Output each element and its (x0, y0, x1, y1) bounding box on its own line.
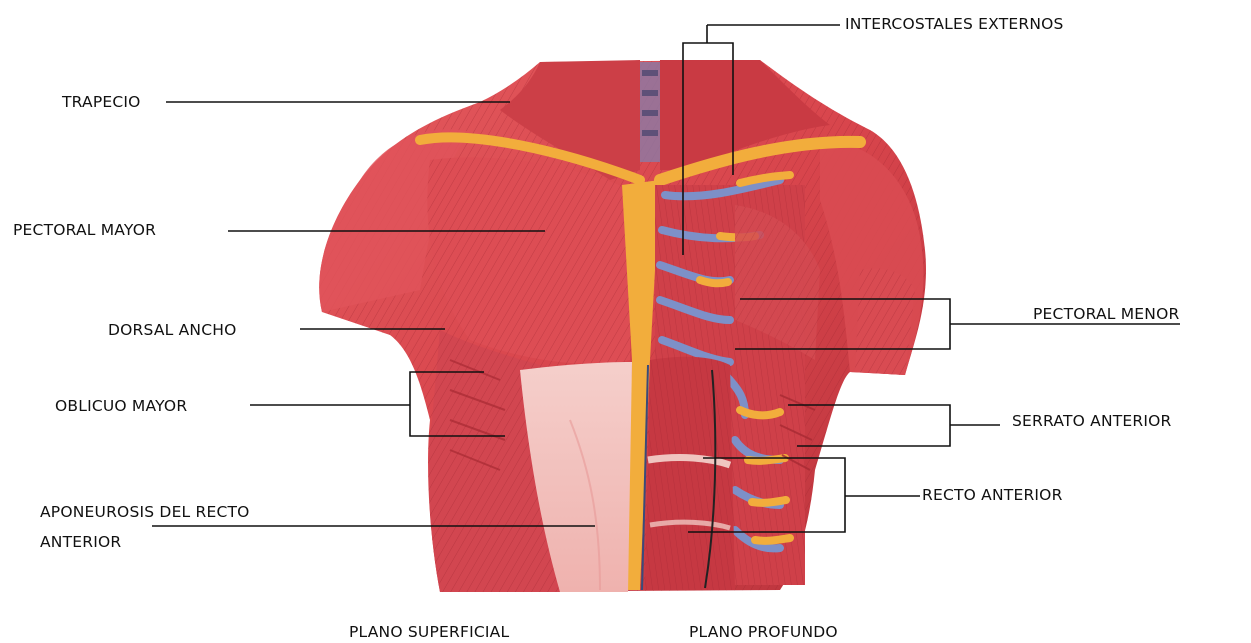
label-pectoral-mayor: PECTORAL MAYOR (13, 220, 156, 240)
label-intercostales-externos: INTERCOSTALES EXTERNOS (845, 14, 1064, 34)
caption-plano-superficial: PLANO SUPERFICIAL (349, 622, 509, 642)
label-serrato-anterior: SERRATO ANTERIOR (1012, 411, 1172, 431)
label-oblicuo-mayor: OBLICUO MAYOR (55, 396, 187, 416)
caption-plano-profundo: PLANO PROFUNDO (689, 622, 838, 642)
label-aponeurosis-line1: APONEUROSIS DEL RECTO (40, 502, 250, 522)
torso-illustration (319, 60, 926, 592)
label-dorsal-ancho: DORSAL ANCHO (108, 320, 236, 340)
label-aponeurosis-line2: ANTERIOR (40, 532, 121, 552)
label-pectoral-menor: PECTORAL MENOR (1033, 304, 1179, 324)
label-trapecio: TRAPECIO (62, 92, 141, 112)
label-recto-anterior: RECTO ANTERIOR (922, 485, 1063, 505)
